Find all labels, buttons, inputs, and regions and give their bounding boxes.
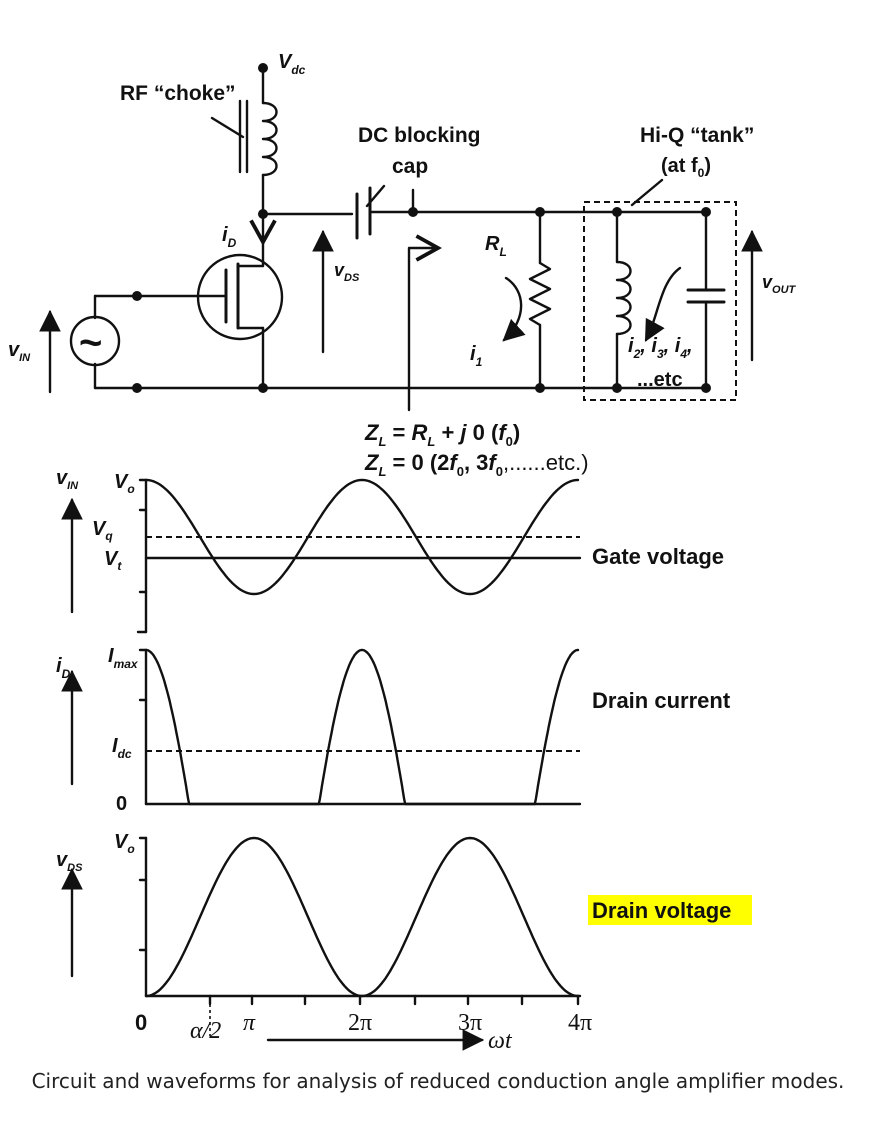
- i1-loop-arrow: [502, 276, 526, 342]
- x-tick-0: 0: [135, 1010, 147, 1035]
- tank-box: [583, 201, 737, 401]
- tank-label-line1: Hi-Q “tank”: [640, 124, 754, 147]
- rl-label: RL: [485, 233, 507, 259]
- drain-current-imax-label: Imax: [108, 645, 139, 671]
- dc-blocking-label-line1: DC blocking: [358, 124, 481, 147]
- x-axis-label: ωt: [488, 1028, 513, 1054]
- drain-current-ylabel: iD: [56, 655, 71, 681]
- zl-pointer-arrow: [407, 234, 442, 412]
- x-tick-alpha-half: α/2: [190, 1018, 221, 1044]
- drain-current-curve: [144, 648, 580, 806]
- gate-node: [132, 291, 142, 301]
- gate-voltage-curve: [144, 478, 580, 596]
- x-tick-4pi: 4π: [568, 1010, 592, 1036]
- rf-choke-label: RF “choke”: [120, 82, 236, 105]
- rf-choke-inductor: [210, 66, 278, 216]
- x-tick-3pi: 3π: [458, 1010, 482, 1036]
- load-resistor: [528, 210, 552, 390]
- gate-vt-label: Vt: [104, 548, 122, 573]
- tank-inductor: [612, 207, 632, 393]
- drain-current-zero-label: 0: [116, 793, 127, 815]
- gate-vo-label: Vo: [114, 471, 135, 496]
- figure-caption: Circuit and waveforms for analysis of re…: [32, 1069, 845, 1093]
- fet-transistor: [135, 238, 284, 390]
- drain-current-idc-label: Idc: [112, 735, 132, 761]
- drain-voltage-vo-label: Vo: [114, 831, 135, 856]
- drain-current-title: Drain current: [592, 688, 731, 713]
- tank-label-leader: [630, 178, 664, 207]
- vin-label: vIN: [8, 339, 31, 364]
- i1-label: i1: [470, 343, 483, 369]
- vdc-label: Vdc: [278, 51, 306, 77]
- gate-vq-label: Vq: [92, 518, 113, 543]
- source-tilde-icon: ~: [79, 321, 102, 365]
- gate-ylabel: vIN: [56, 467, 79, 492]
- source-ground-node: [132, 383, 142, 393]
- x-tick-2pi: 2π: [348, 1010, 372, 1036]
- tank-label-line2: (at f0): [661, 155, 711, 180]
- zl-harmonic-equation: ZL = 0 (2f0, 3f0,......etc.): [364, 450, 589, 479]
- harmonic-loop-arrow: [644, 266, 682, 342]
- x-tick-pi: π: [243, 1010, 256, 1036]
- dc-blocking-label-line2: cap: [392, 155, 428, 178]
- drain-voltage-title-highlight: [588, 895, 752, 925]
- drain-voltage-curve: [144, 836, 580, 998]
- x-axis-ticks: 0 α/2 π 2π 3π 4π: [135, 994, 592, 1044]
- gate-voltage-panel: vIN Vo Vq Vt Gate voltage: [56, 467, 724, 634]
- drain-voltage-panel: vDS Vo Drain voltage: [56, 831, 752, 998]
- gate-voltage-title: Gate voltage: [592, 544, 724, 569]
- drain-current-panel: iD Imax Idc 0 Drain current: [56, 645, 731, 815]
- zl-fundamental-equation: ZL = RL + j 0 (f0): [364, 420, 520, 449]
- vout-label: vOUT: [762, 272, 797, 296]
- circuit-schematic: Vdc RF “choke” DC blocking cap iD: [8, 51, 797, 479]
- drain-voltage-ylabel: vDS: [56, 849, 83, 874]
- load-bottom-node: [535, 383, 545, 393]
- harmonic-etc-label: ...etc: [637, 369, 683, 391]
- dc-blocking-capacitor: [355, 184, 542, 240]
- tank-capacitor: [686, 207, 726, 393]
- harmonic-currents-label: i2, i3, i4,: [628, 335, 693, 361]
- vds-label: vDS: [334, 260, 360, 284]
- ac-voltage-source: [69, 294, 265, 390]
- drain-voltage-title: Drain voltage: [592, 898, 731, 923]
- id-label: iD: [222, 224, 237, 250]
